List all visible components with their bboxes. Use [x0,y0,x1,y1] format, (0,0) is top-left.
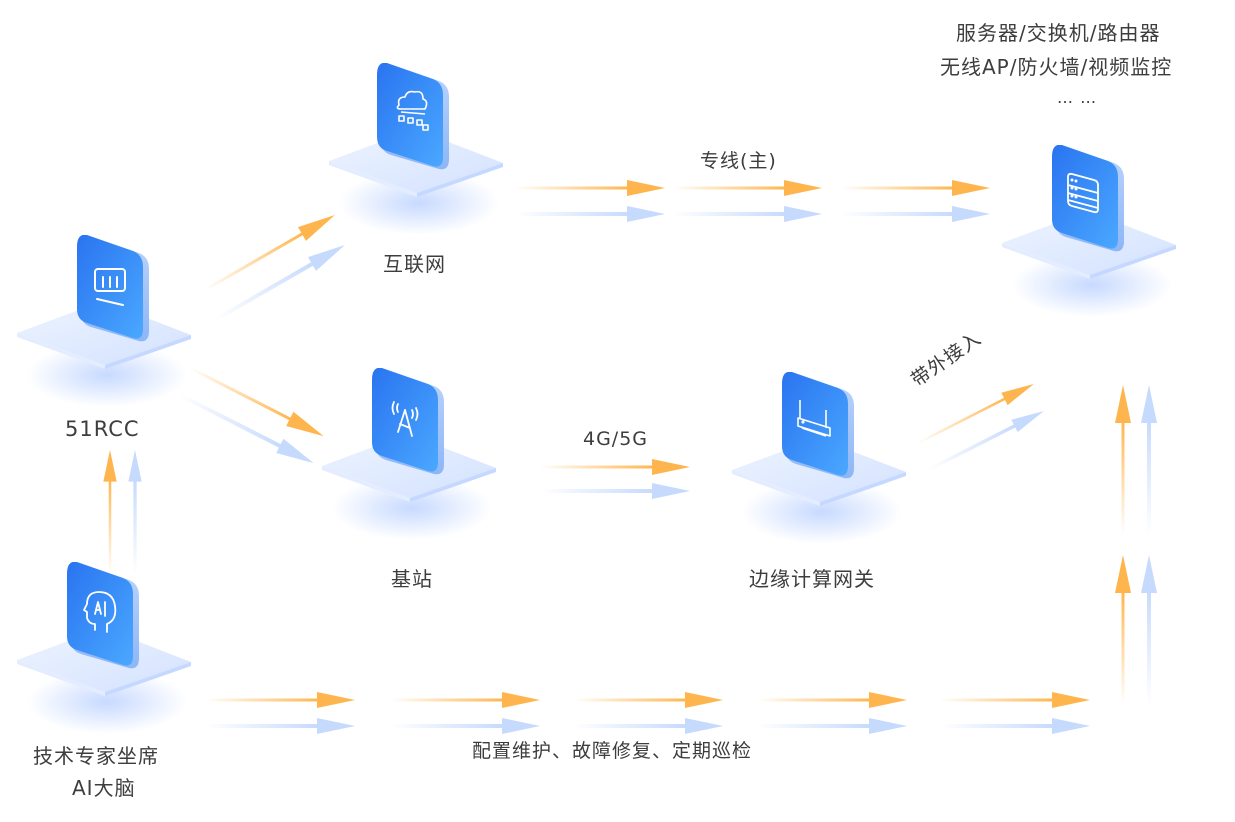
edge-label-cellular: 4G/5G [583,428,649,450]
edge-label-maintenance: 配置维护、故障修复、定期巡检 [472,740,753,762]
arrow-right-vertical [1115,385,1157,705]
label-expert-line-2: AI大脑 [72,776,136,800]
arrow-maintenance [205,692,1090,734]
edge-label-dedicated-line: 专线(主) [700,150,777,172]
antenna-tower-icon [372,368,444,478]
node-51rcc[interactable] [15,235,195,415]
label-edge-gateway: 边缘计算网关 [749,567,875,591]
node-expert[interactable] [15,562,195,742]
node-edge-gateway[interactable] [730,372,910,552]
label-expert-line-1: 技术专家坐席 [33,744,159,768]
label-base-station: 基站 [391,567,433,591]
node-base-station[interactable] [320,368,500,548]
arrow-expert-to-rcc [103,450,142,575]
arrow-rcc-to-base-station [176,360,328,471]
router-icon [782,372,854,482]
label-internet: 互联网 [383,252,446,276]
monitor-chart-icon [77,235,149,345]
server-rack-icon [1052,145,1124,255]
arrow-cellular [540,459,690,499]
cloud-network-icon [377,63,449,173]
label-devices-line-1: 服务器/交换机/路由器 [956,21,1161,45]
node-devices[interactable] [1000,145,1180,325]
arrow-dedicated-line [515,180,990,222]
node-internet[interactable] [327,63,507,243]
ai-head-icon [67,562,139,672]
label-51rcc: 51RCC [65,417,140,441]
label-devices-line-2: 无线AP/防火墙/视频监控 [940,55,1173,79]
label-devices-line-3: … … [1057,88,1098,107]
arrow-out-of-band [914,377,1047,477]
